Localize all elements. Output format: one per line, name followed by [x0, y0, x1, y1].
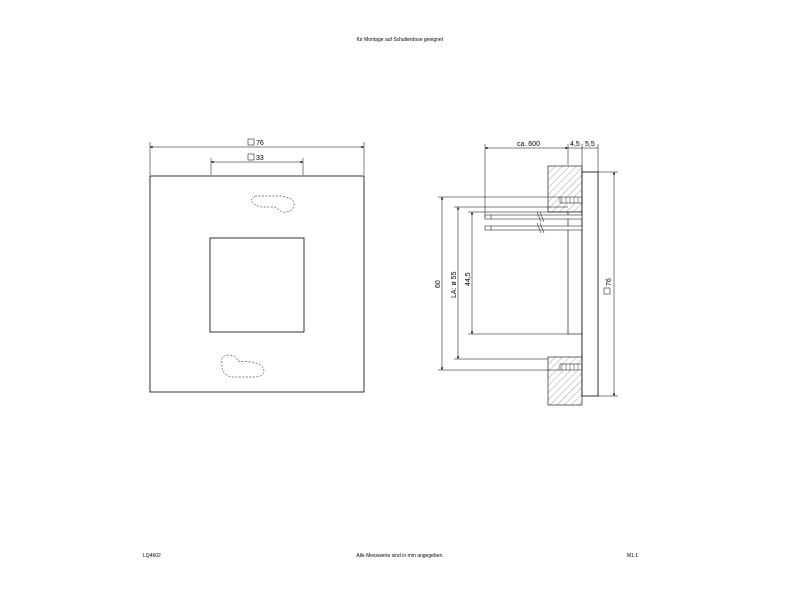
wall-section-top [547, 165, 583, 213]
center-opening [209, 237, 305, 333]
square-symbol-side [603, 287, 611, 295]
front-view: 76 33 [149, 138, 365, 393]
keyhole-slot-bottom [221, 354, 265, 378]
inner-dimension-label: 33 [256, 155, 264, 162]
thickness-a-label: 4,5 [570, 141, 580, 148]
screw-top [559, 196, 583, 204]
frame-side-profile [581, 171, 599, 397]
screw-bottom [559, 363, 583, 371]
frame-size-label: 76 [606, 278, 613, 286]
inner-height-label: 44,5 [465, 272, 472, 286]
header-note: für Montage auf Schalterdose geeignet [356, 37, 444, 43]
product-code: LQ4602 [143, 553, 161, 559]
cable-wires [484, 211, 583, 234]
square-symbol-inner [247, 153, 255, 161]
keyhole-slot-top [250, 195, 295, 213]
units-note: Alle Messwerte sind in mm angegeben. [356, 553, 444, 559]
hole-diameter-label: LA: ø 55 [451, 271, 458, 298]
module-body [567, 211, 583, 335]
square-symbol-outer [247, 138, 255, 146]
outer-dimension-label: 76 [256, 140, 264, 147]
side-view: ca. 600 4,5 5,5 [435, 141, 618, 406]
thickness-b-label: 5,5 [585, 141, 595, 148]
frame-outline [149, 175, 365, 393]
height-total-label: 60 [435, 280, 442, 288]
cable-length-label: ca. 600 [517, 141, 540, 148]
scale-label: M1:1 [626, 553, 638, 559]
